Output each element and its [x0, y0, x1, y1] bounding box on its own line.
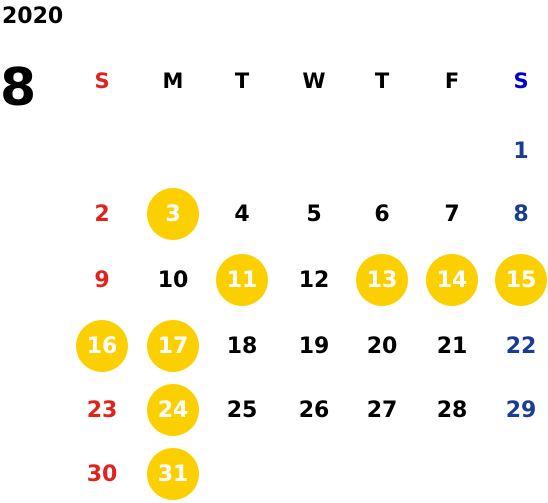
date-6[interactable]: 6 — [374, 201, 390, 227]
date-4[interactable]: 4 — [234, 201, 250, 227]
weekday-header-tue: T — [234, 69, 250, 93]
highlighted-date-24[interactable]: 24 — [147, 384, 199, 436]
weekday-header-sat: S — [513, 69, 529, 93]
date-12[interactable]: 12 — [298, 267, 330, 293]
date-10[interactable]: 10 — [157, 267, 189, 293]
highlighted-date-15[interactable]: 15 — [495, 254, 547, 306]
weekday-header-mon: M — [162, 69, 184, 93]
date-25[interactable]: 25 — [226, 397, 258, 423]
weekday-header-thu: T — [374, 69, 390, 93]
highlighted-date-14[interactable]: 14 — [426, 254, 478, 306]
weekday-header-fri: F — [444, 69, 460, 93]
highlighted-date-17[interactable]: 17 — [147, 320, 199, 372]
calendar-month: 8 — [0, 58, 37, 118]
date-19[interactable]: 19 — [298, 333, 330, 359]
highlighted-date-31[interactable]: 31 — [147, 448, 199, 500]
date-2[interactable]: 2 — [94, 201, 110, 227]
date-9[interactable]: 9 — [94, 267, 110, 293]
date-20[interactable]: 20 — [366, 333, 398, 359]
calendar-year: 2020 — [2, 4, 64, 29]
highlighted-date-16[interactable]: 16 — [76, 320, 128, 372]
date-27[interactable]: 27 — [366, 397, 398, 423]
weekday-header-sun: S — [94, 69, 110, 93]
date-18[interactable]: 18 — [226, 333, 258, 359]
date-23[interactable]: 23 — [86, 397, 118, 423]
date-28[interactable]: 28 — [436, 397, 468, 423]
highlighted-date-11[interactable]: 11 — [216, 254, 268, 306]
date-22[interactable]: 22 — [505, 333, 537, 359]
highlighted-date-3[interactable]: 3 — [147, 188, 199, 240]
date-30[interactable]: 30 — [86, 461, 118, 487]
date-21[interactable]: 21 — [436, 333, 468, 359]
date-5[interactable]: 5 — [306, 201, 322, 227]
date-1[interactable]: 1 — [513, 138, 529, 164]
date-8[interactable]: 8 — [513, 201, 529, 227]
weekday-header-wed: W — [302, 69, 326, 93]
date-26[interactable]: 26 — [298, 397, 330, 423]
date-29[interactable]: 29 — [505, 397, 537, 423]
highlighted-date-13[interactable]: 13 — [356, 254, 408, 306]
date-7[interactable]: 7 — [444, 201, 460, 227]
